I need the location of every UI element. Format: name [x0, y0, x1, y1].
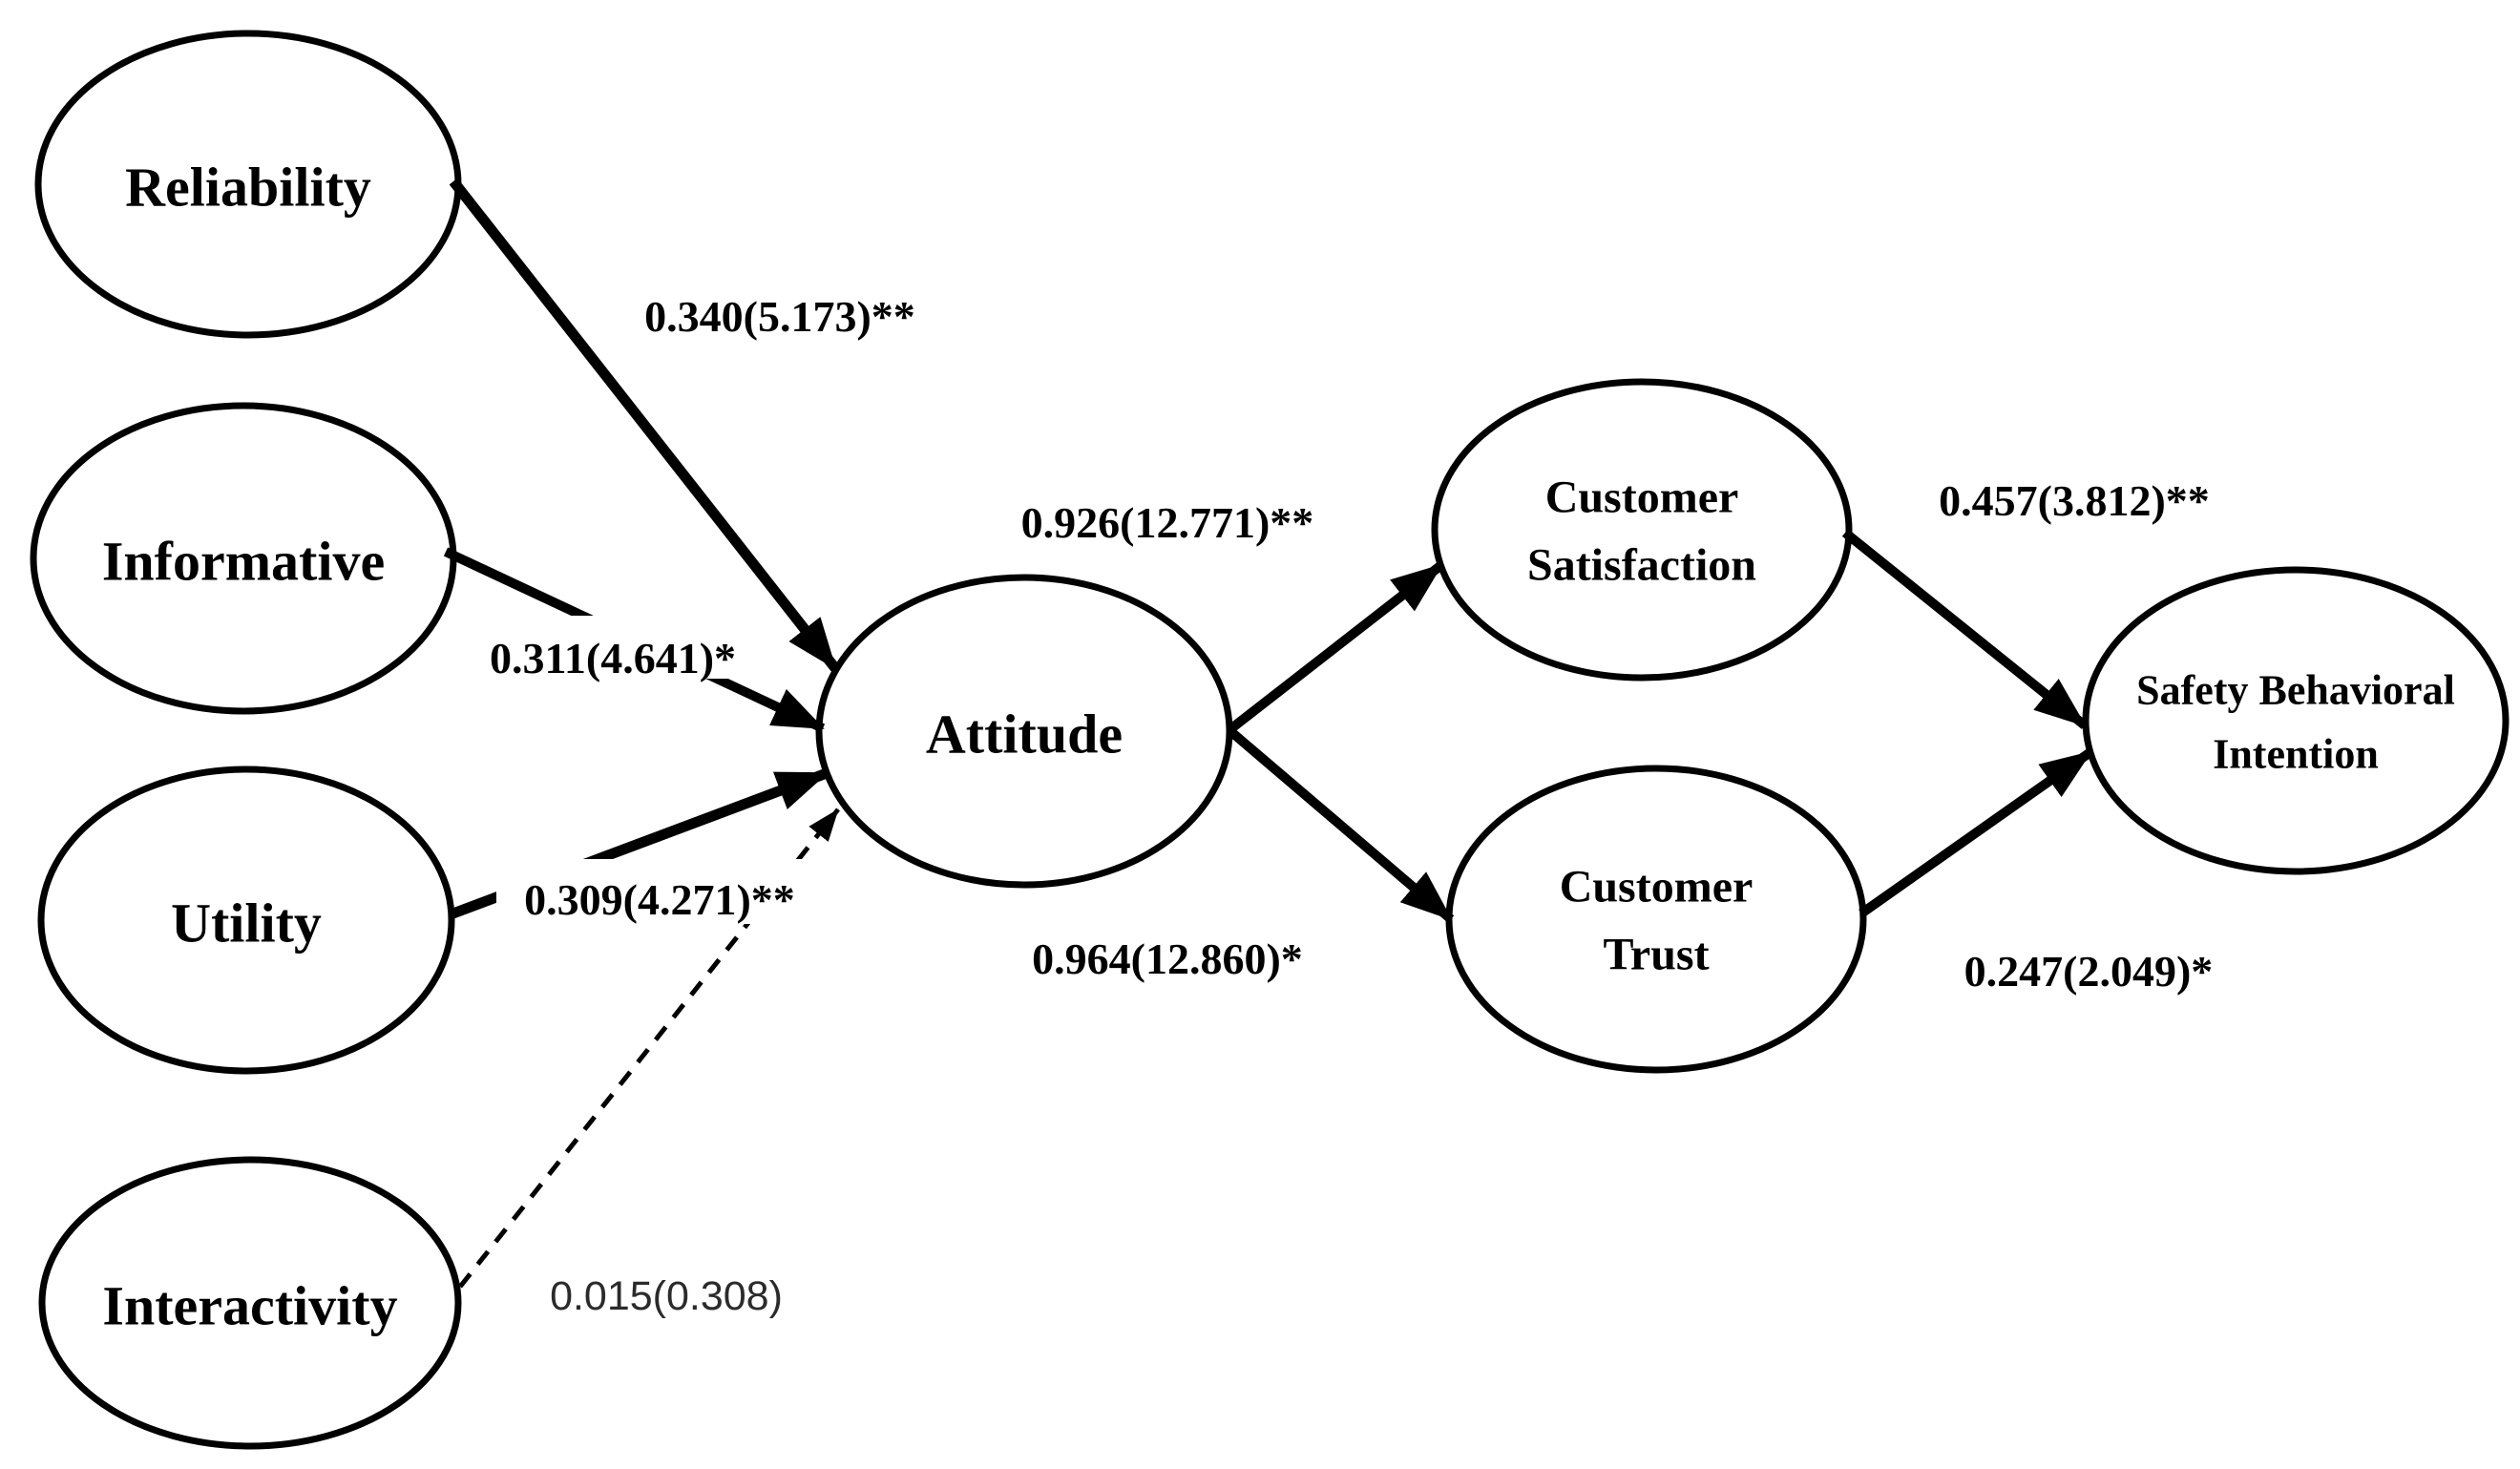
coef-utility-attitude: 0.309(4.271)**: [524, 875, 795, 924]
node-interactivity-ellipse: [38, 1156, 462, 1450]
node-interactivity-label: Interactivity: [102, 1275, 397, 1337]
edge-customer-satisfaction-sbi: [1841, 529, 2089, 729]
label-mask-utility: [496, 859, 821, 924]
edge-attitude-customer-trust: [1227, 727, 1455, 923]
edge-interactivity-attitude-dashed: [458, 808, 840, 1289]
node-utility-label: Utility: [171, 892, 322, 955]
node-labels: Reliability Informative Utility Interact…: [102, 157, 2455, 1337]
path-labels: 0.340(5.173)** 0.311(4.641)* 0.309(4.271…: [490, 292, 2213, 1319]
label-mask-informative: [472, 616, 759, 679]
node-attitude-label: Attitude: [926, 703, 1123, 766]
node-shapes: [30, 30, 2510, 1450]
coef-attitude-customer-trust: 0.964(12.860)*: [1032, 934, 1303, 983]
node-customer-trust-label-line1: Customer: [1560, 862, 1754, 913]
label-masks: [472, 616, 821, 924]
node-sbi-label-line1: Safety Behavioral: [2136, 667, 2455, 714]
node-sbi-label-line2: Intention: [2213, 731, 2379, 778]
edge-customer-trust-sbi: [1858, 747, 2093, 918]
node-customer-satisfaction-label-line1: Customer: [1545, 472, 1739, 523]
path-arrows: [443, 178, 2093, 1289]
coef-customer-trust-sbi: 0.247(2.049)*: [1964, 947, 2214, 996]
coef-attitude-customer-satisfaction: 0.926(12.771)**: [1021, 498, 1314, 547]
node-customer-satisfaction-ellipse: [1431, 378, 1853, 682]
node-safety-behavioral-intention-ellipse: [2082, 566, 2510, 875]
edge-reliability-attitude: [449, 178, 840, 672]
coef-customer-satisfaction-sbi: 0.457(3.812)**: [1939, 476, 2210, 525]
coef-informative-attitude: 0.311(4.641)*: [490, 634, 736, 682]
node-reliability-label: Reliability: [125, 157, 371, 219]
node-informative-label: Informative: [102, 531, 385, 593]
node-customer-trust-ellipse: [1445, 765, 1867, 1074]
coef-interactivity-attitude: 0.015(0.308): [550, 1273, 783, 1319]
node-customer-trust-label-line2: Trust: [1603, 930, 1709, 980]
edge-attitude-customer-satisfaction: [1227, 561, 1445, 733]
coef-reliability-attitude: 0.340(5.173)**: [644, 292, 915, 341]
node-utility-ellipse: [37, 766, 455, 1075]
node-customer-satisfaction-label-line2: Satisfaction: [1527, 540, 1756, 591]
